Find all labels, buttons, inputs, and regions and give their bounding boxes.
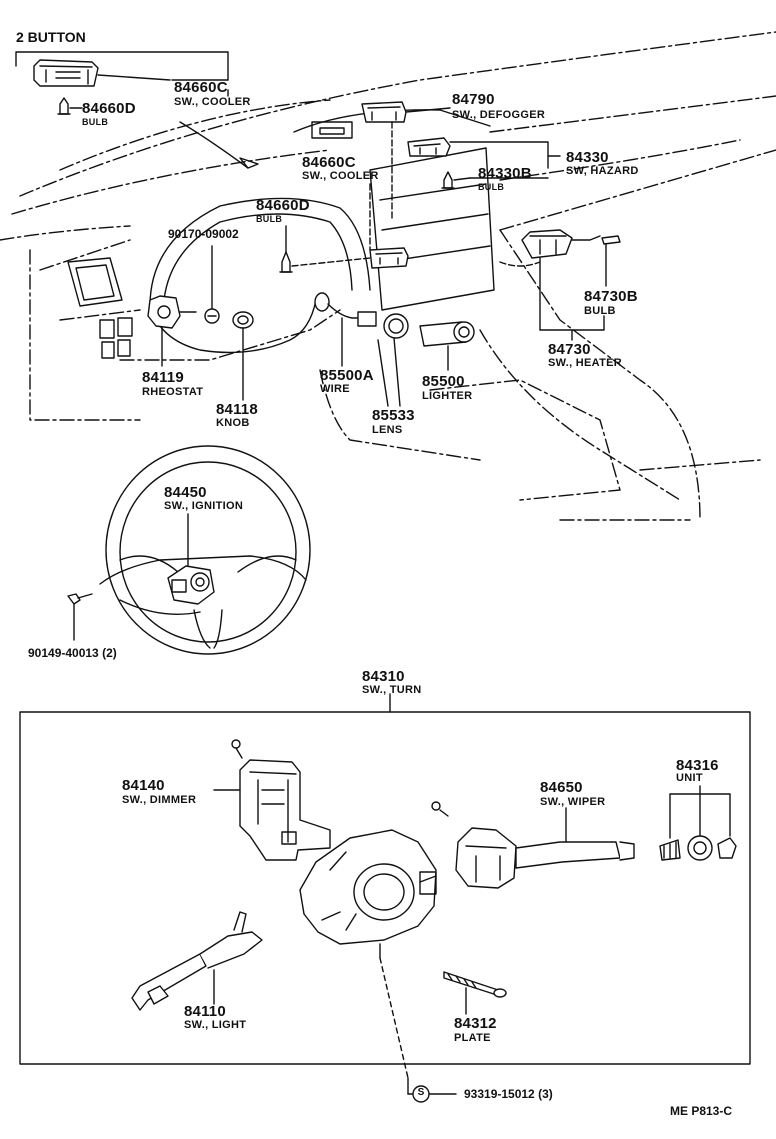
- part-number-85533: 85533: [372, 407, 415, 424]
- part-desc-84730B: BULB: [584, 305, 616, 317]
- part-desc-84119: RHEOSTAT: [142, 386, 204, 398]
- wiper-screw: [431, 801, 449, 817]
- part-desc-84316: UNIT: [676, 772, 703, 784]
- hazard-switch: [407, 137, 561, 169]
- part-desc-84790: SW., DEFOGGER: [452, 109, 546, 121]
- turn-switch-box: [19, 693, 751, 1065]
- part-number-84660C-mid: 84660C: [302, 154, 356, 171]
- part-number-84660C-top: 84660C: [174, 79, 228, 96]
- part-number-90149: 90149-40013 (2): [28, 646, 117, 660]
- part-number-93319: 93319-15012 (3): [464, 1087, 553, 1101]
- cooler-bulb-mid: [279, 225, 371, 273]
- part-number-84650: 84650: [540, 779, 583, 796]
- cooler-switch-mid: [369, 183, 409, 269]
- part-desc-84660D-top: BULB: [82, 117, 109, 127]
- part-desc-84650: SW., WIPER: [540, 796, 606, 808]
- part-desc-84450: SW., IGNITION: [164, 500, 244, 512]
- part-desc-84118: KNOB: [216, 417, 250, 429]
- part-number-84730B: 84730B: [584, 288, 638, 305]
- part-desc-84310: SW., TURN: [362, 684, 422, 696]
- part-number-90170: 90170-09002: [168, 227, 239, 241]
- part-number-84790: 84790: [452, 91, 495, 108]
- part-desc-84330: SW, HAZARD: [566, 165, 639, 177]
- dimmer-switch: [213, 739, 331, 861]
- lighter-lens: [377, 313, 409, 407]
- wiper-switch: [455, 807, 635, 889]
- part-number-84316: 84316: [676, 757, 719, 774]
- part-number-84118: 84118: [216, 401, 258, 418]
- steering-wheel: [99, 445, 311, 655]
- plate: [443, 971, 507, 1015]
- part-number-84730: 84730: [548, 341, 591, 358]
- two-button-bracket: [15, 51, 229, 97]
- part-desc-84660C-mid: SW., COOLER: [302, 170, 379, 182]
- part-desc-85533: LENS: [372, 424, 403, 436]
- screw-90149: [67, 593, 93, 641]
- part-number-84450: 84450: [164, 484, 207, 501]
- part-number-85500A: 85500A: [320, 367, 374, 384]
- figure-reference: ME P813-C: [670, 1104, 733, 1118]
- defogger-switch: [361, 101, 451, 221]
- part-desc-84110: SW., LIGHT: [184, 1019, 247, 1031]
- header-title: 2 BUTTON: [16, 29, 86, 45]
- part-number-84119: 84119: [142, 369, 184, 386]
- part-number-84330B: 84330B: [478, 165, 532, 182]
- wiper-unit: [659, 785, 737, 861]
- bulb-2button: [57, 97, 83, 115]
- cooler-switch-2button: [33, 59, 171, 87]
- part-number-84660D-top: 84660D: [82, 100, 136, 117]
- rheostat: [147, 295, 197, 367]
- cigarette-lighter: [419, 321, 475, 371]
- turn-switch-housing: [299, 829, 437, 959]
- leader-arrow-to-cooler: [179, 121, 259, 169]
- part-desc-84730: SW., HEATER: [548, 357, 622, 369]
- ignition-switch: [167, 513, 215, 605]
- heater-switch: [521, 229, 605, 341]
- knob: [232, 311, 254, 401]
- part-desc-85500: LIGHTER: [422, 390, 473, 402]
- part-number-84140: 84140: [122, 777, 165, 794]
- part-number-84330: 84330: [566, 149, 609, 166]
- left-vent: [67, 257, 133, 359]
- part-desc-84140: SW., DIMMER: [122, 794, 197, 806]
- part-number-85500: 85500: [422, 373, 465, 390]
- hazard-bulb: [441, 171, 549, 189]
- light-switch: [131, 911, 263, 1011]
- part-number-84310: 84310: [362, 668, 405, 685]
- part-number-84312: 84312: [454, 1015, 497, 1032]
- part-desc-84660C-top: SW., COOLER: [174, 96, 251, 108]
- screw-symbol: [407, 1077, 457, 1103]
- heater-bulb: [601, 235, 621, 287]
- part-number-84110: 84110: [184, 1003, 226, 1020]
- dashboard-outline: [0, 31, 776, 521]
- part-desc-84312: PLATE: [454, 1032, 491, 1044]
- part-desc-85500A: WIRE: [320, 383, 350, 395]
- center-console: [293, 109, 495, 311]
- lighter-wire: [314, 292, 377, 367]
- screw-leader: [379, 957, 409, 1079]
- part-number-84660D-mid: 84660D: [256, 197, 310, 214]
- part-desc-84660D-mid: BULB: [256, 214, 283, 224]
- screw-90170: [204, 245, 220, 324]
- part-desc-84330B: BULB: [478, 182, 505, 192]
- screw-symbol-letter: S: [417, 1087, 425, 1098]
- heater-leader: [499, 261, 541, 267]
